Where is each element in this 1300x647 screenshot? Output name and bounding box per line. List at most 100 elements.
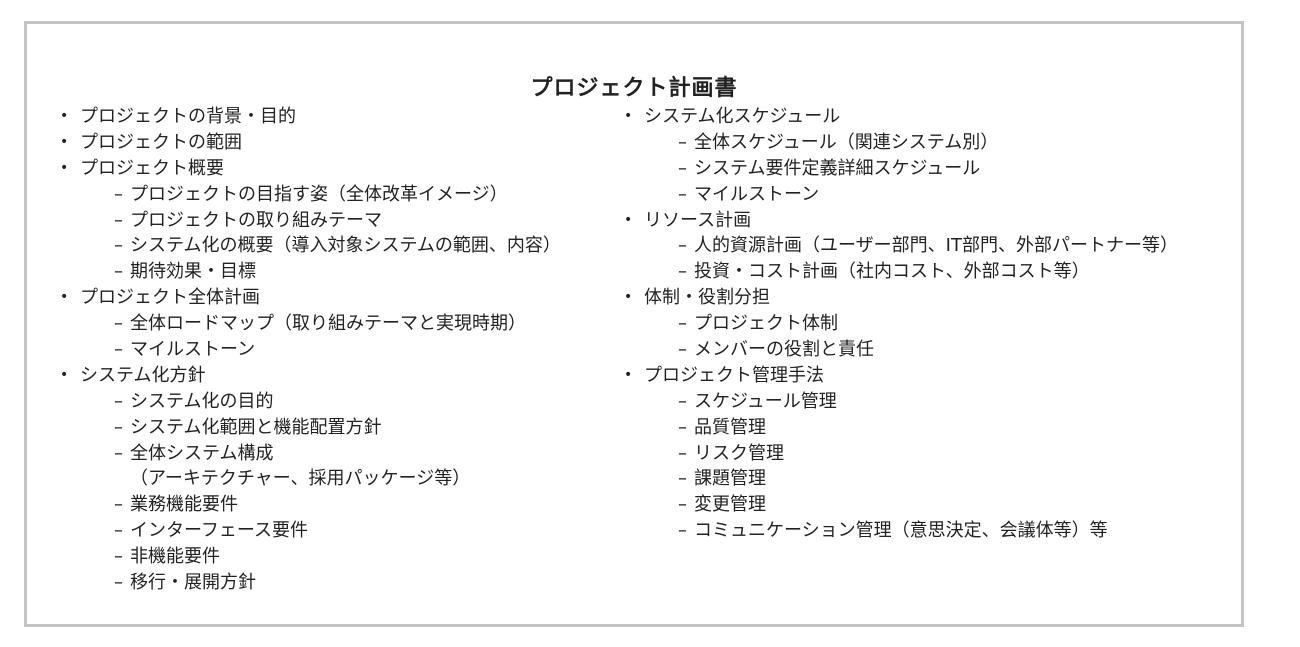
dash-icon: – <box>114 494 123 516</box>
dash-icon: – <box>114 546 123 568</box>
dash-icon: – <box>678 390 687 412</box>
outline-sub-item: （アーキテクチャー、採用パッケージ等） <box>58 466 561 492</box>
outline-item-text: プロジェクト全体計画 <box>80 287 260 309</box>
outline-item-text: 非機能要件 <box>130 546 220 568</box>
outline-item-text: （アーキテクチャー、採用パッケージ等） <box>130 468 471 490</box>
dash-icon: – <box>114 261 123 283</box>
outline-sub-item: –業務機能要件 <box>58 492 561 518</box>
dash-icon: – <box>678 261 687 283</box>
outline-item-text: プロジェクトの背景・目的 <box>80 106 296 127</box>
outline-item-text: システム化スケジュール <box>644 106 841 127</box>
outline-item-text: スケジュール管理 <box>694 390 837 412</box>
outline-sub-item: –システム化の目的 <box>58 389 561 415</box>
document-frame: プロジェクト計画書 <box>24 21 1244 627</box>
outline-item-text: 体制・役割分担 <box>644 287 770 309</box>
outline-item-text: システム化範囲と機能配置方針 <box>130 416 382 438</box>
outline-item-text: インターフェース要件 <box>130 520 309 542</box>
outline-sub-item: –プロジェクト体制 <box>622 311 1178 337</box>
bullet-icon: • <box>60 289 69 306</box>
outline-sub-item: –品質管理 <box>622 415 1178 441</box>
outline-section-item: • プロジェクト概要 <box>58 156 561 182</box>
bullet-icon: • <box>60 159 69 176</box>
outline-sub-item: –課題管理 <box>622 466 1178 492</box>
outline-item-text: プロジェクトの範囲 <box>80 131 242 153</box>
bullet-icon: • <box>624 108 633 124</box>
outline-item-text: 移行・展開方針 <box>130 572 256 594</box>
dash-icon: – <box>114 442 123 464</box>
dash-icon: – <box>678 235 687 257</box>
bullet-icon: • <box>624 366 633 383</box>
outline-sub-item: –投資・コスト計画（社内コスト、外部コスト等） <box>622 259 1178 285</box>
bullet-icon: • <box>624 289 633 306</box>
outline-item-text: 品質管理 <box>694 416 766 438</box>
outline-item-text: システム化の概要（導入対象システムの範囲、内容） <box>130 235 561 257</box>
outline-item-text: プロジェクトの目指す姿（全体改革イメージ） <box>130 183 508 205</box>
dash-icon: – <box>678 494 687 516</box>
outline-sub-item: –全体システム構成 <box>58 441 561 467</box>
dash-icon: – <box>678 520 687 542</box>
right-outline: •システム化スケジュール–全体スケジュール（関連システム別）–システム要件定義詳… <box>622 104 1178 544</box>
dash-icon: – <box>678 131 687 153</box>
bullet-icon: • <box>624 211 633 228</box>
outline-item-text: システム化の目的 <box>130 390 274 412</box>
outline-sub-item: –スケジュール管理 <box>622 389 1178 415</box>
outline-item-text: プロジェクト概要 <box>80 157 224 179</box>
dash-icon: – <box>114 572 123 594</box>
dash-icon: – <box>678 339 687 361</box>
dash-icon: – <box>114 235 123 257</box>
outline-item-text: システム要件定義詳細スケジュール <box>694 157 981 179</box>
dash-icon: – <box>114 390 123 412</box>
outline-sub-item: –変更管理 <box>622 492 1178 518</box>
dash-icon: – <box>114 520 123 542</box>
outline-item-text: マイルストーン <box>694 183 820 205</box>
outline-sub-item: –コミュニケーション管理（意思決定、会議体等）等 <box>622 518 1178 544</box>
dash-icon: – <box>114 209 123 231</box>
document-title: プロジェクト計画書 <box>530 76 738 101</box>
outline-item-text: プロジェクト体制 <box>694 313 838 335</box>
outline-section-item: • システム化方針 <box>58 363 561 389</box>
outline-sub-item: –メンバーの役割と責任 <box>622 337 1178 363</box>
outline-item-text: 人的資源計画（ユーザー部門、IT部門、外部パートナー等） <box>694 235 1178 257</box>
outline-section-item: • プロジェクト管理手法 <box>622 363 1178 389</box>
outline-section-item: • プロジェクト全体計画 <box>58 285 561 311</box>
outline-section-item: • プロジェクトの背景・目的 <box>58 104 561 130</box>
dash-icon: – <box>114 313 123 335</box>
outline-sub-item: –人的資源計画（ユーザー部門、IT部門、外部パートナー等） <box>622 233 1178 259</box>
dash-icon: – <box>678 442 687 464</box>
outline-sub-item: –システム化の概要（導入対象システムの範囲、内容） <box>58 233 561 259</box>
outline-item-text: コミュニケーション管理（意思決定、会議体等）等 <box>694 520 1108 542</box>
outline-item-text: システム化方針 <box>80 364 206 386</box>
bullet-icon: • <box>60 133 69 150</box>
outline-sub-item: –リスク管理 <box>622 441 1178 467</box>
outline-sub-item: –非機能要件 <box>58 544 561 570</box>
outline-item-text: 投資・コスト計画（社内コスト、外部コスト等） <box>694 261 1090 283</box>
outline-item-text: メンバーの役割と責任 <box>694 339 874 361</box>
outline-item-text: プロジェクト管理手法 <box>644 364 824 386</box>
outline-sub-item: –プロジェクトの取り組みテーマ <box>58 208 561 234</box>
outline-section-item: • リソース計画 <box>622 208 1178 234</box>
outline-sub-item: –インターフェース要件 <box>58 518 561 544</box>
outline-sub-item: –マイルストーン <box>622 182 1178 208</box>
bullet-icon: • <box>60 108 69 124</box>
outline-item-text: 課題管理 <box>694 468 766 490</box>
outline-sub-item: –システム要件定義詳細スケジュール <box>622 156 1178 182</box>
dash-icon: – <box>678 416 687 438</box>
bullet-icon: • <box>60 366 69 383</box>
outline-sub-item: –期待効果・目標 <box>58 259 561 285</box>
outline-item-text: プロジェクトの取り組みテーマ <box>130 209 382 231</box>
outline-sub-item: –移行・展開方針 <box>58 570 561 596</box>
outline-item-text: 変更管理 <box>694 494 766 516</box>
dash-icon: – <box>678 157 687 179</box>
outline-item-text: 全体ロードマップ（取り組みテーマと実現時期） <box>130 313 526 335</box>
dash-icon: – <box>678 468 687 490</box>
outline-item-text: リスク管理 <box>694 442 784 464</box>
dash-icon: – <box>114 183 123 205</box>
outline-item-text: リソース計画 <box>644 209 752 231</box>
outline-item-text: マイルストーン <box>130 339 256 361</box>
outline-item-text: 全体スケジュール（関連システム別） <box>694 131 999 153</box>
outline-sub-item: –プロジェクトの目指す姿（全体改革イメージ） <box>58 182 561 208</box>
outline-section-item: • 体制・役割分担 <box>622 285 1178 311</box>
outline-section-item: • システム化スケジュール <box>622 104 1178 130</box>
dash-icon: – <box>114 416 123 438</box>
outline-section-item: • プロジェクトの範囲 <box>58 130 561 156</box>
